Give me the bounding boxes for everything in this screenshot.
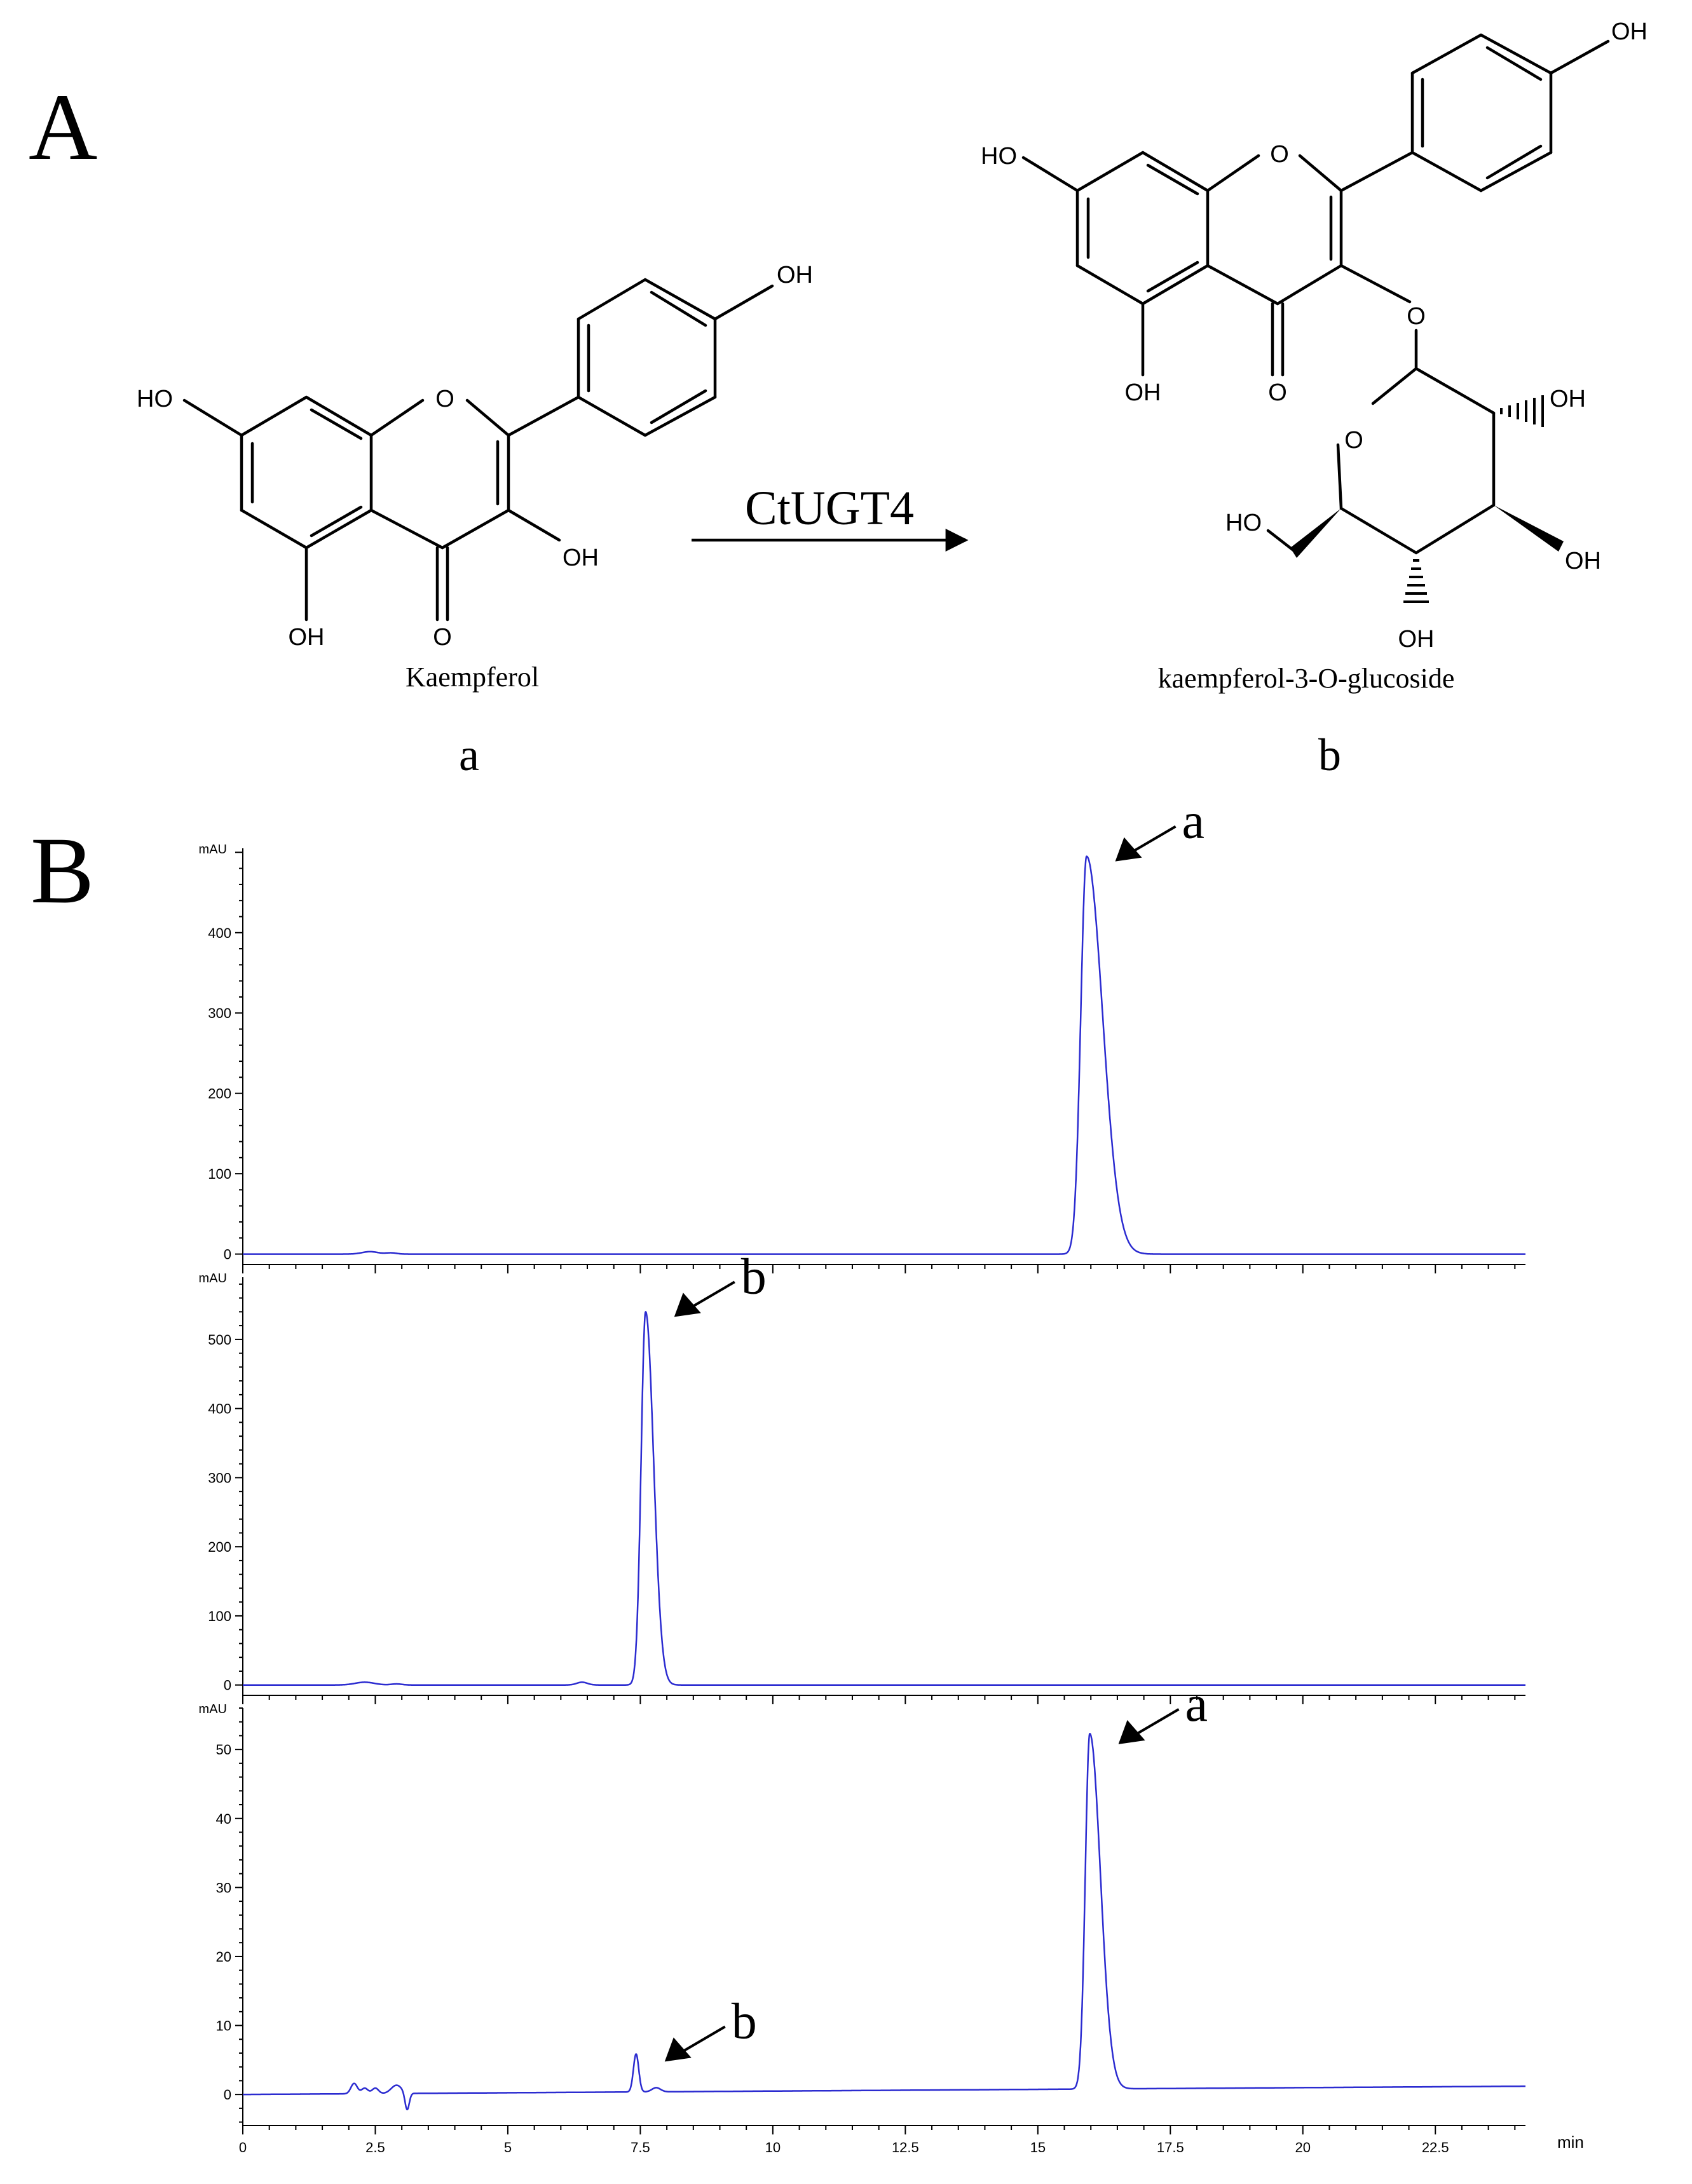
y-tick-label: 10 [216, 2018, 231, 2034]
y-unit-label: mAU [199, 1702, 227, 1716]
glucoside-4p-oh: OH [1611, 18, 1648, 45]
substrate-letter: a [459, 729, 479, 780]
glucoside-7-ho: HO [981, 143, 1017, 170]
kaempferol-ring-o: O [435, 386, 454, 412]
product-name: kaempferol-3-O-glucoside [1158, 663, 1455, 694]
glucoside-wedge-c3 [1494, 505, 1564, 552]
x-tick-label: 5 [504, 2140, 512, 2155]
x-tick-label: 0 [239, 2140, 247, 2155]
peak-arrow-a [1130, 825, 1177, 854]
chromatogram-trace [242, 1733, 1526, 2111]
glucoside-hash-c4 [1403, 559, 1429, 603]
y-tick-label: 0 [224, 1678, 231, 1693]
x-tick-label: 20 [1295, 2140, 1311, 2155]
glucoside-structure: O HO OH O OH O O OH OH OH HO kaempferol-… [981, 18, 1648, 780]
x-tick-label: 17.5 [1157, 2140, 1184, 2155]
glucoside-bonds [1021, 33, 1610, 555]
y-tick-label: 200 [208, 1086, 231, 1102]
y-tick-label: 40 [216, 1811, 231, 1827]
enzyme-label: CtUGT4 [745, 482, 914, 535]
kaempferol-3-oh: OH [563, 545, 599, 571]
peak-arrow-a [1133, 1708, 1180, 1737]
sugar-6-ho: HO [1225, 510, 1262, 536]
x-unit-label: min [1557, 2133, 1584, 2152]
peak-label-b: b [732, 1993, 757, 2049]
peak-label-b: b [741, 1249, 767, 1305]
substrate-name: Kaempferol [406, 661, 539, 693]
glucoside-wedge-c6 [1290, 508, 1341, 558]
y-tick-label: 400 [208, 925, 231, 941]
y-tick-label: 400 [208, 1401, 231, 1417]
sugar-4-oh: OH [1398, 626, 1435, 653]
x-tick-label: 7.5 [631, 2140, 650, 2155]
y-tick-label: 0 [224, 1247, 231, 1263]
y-tick-label: 0 [224, 2087, 231, 2103]
panel-b-label: B [31, 818, 94, 923]
kaempferol-structure: O HO OH OH O OH Kaempferol a [137, 262, 813, 780]
chromatogram-trace [242, 1311, 1526, 1686]
glucoside-3-o: O [1407, 303, 1426, 330]
reaction-arrow: CtUGT4 [692, 482, 969, 552]
x-tick-label: 2.5 [365, 2140, 385, 2155]
glucoside-hash-c2 [1500, 395, 1544, 427]
x-tick-label: 10 [765, 2140, 781, 2155]
glucoside-4-o: O [1268, 379, 1287, 406]
product-letter: b [1318, 729, 1341, 780]
chromatogram-trace [242, 855, 1526, 1255]
peak-label-a: a [1185, 1676, 1208, 1732]
glucoside-ring-o: O [1270, 141, 1289, 168]
kaempferol-5-oh: OH [289, 624, 325, 651]
y-tick-label: 300 [208, 1005, 231, 1021]
y-tick-label: 30 [216, 1880, 231, 1896]
panel-a: A [29, 18, 1648, 780]
chromatogram-3: mAU 0 10 20 30 40 50 0 2.5 5 7.5 10 12.5 15 17.5 20 22.5… [199, 1676, 1526, 2155]
sugar-2-oh: OH [1550, 386, 1586, 412]
peak-arrow-b [679, 2025, 726, 2054]
y-tick-label: 300 [208, 1470, 231, 1486]
peak-arrow-b [689, 1280, 735, 1310]
kaempferol-bonds [182, 278, 774, 621]
peak-arrowhead-a [1118, 1719, 1145, 1744]
kaempferol-4-o: O [433, 624, 452, 651]
y-tick-label: 200 [208, 1539, 231, 1555]
y-unit-label: mAU [199, 843, 227, 857]
y-tick-label: 100 [208, 1608, 231, 1624]
chromatogram-1: mAU 0 100 200 300 400 a [199, 794, 1526, 1273]
peak-arrowhead-b [674, 1292, 701, 1317]
sugar-ring-o: O [1344, 427, 1363, 454]
y-tick-label: 20 [216, 1949, 231, 1965]
y-tick-label: 100 [208, 1166, 231, 1182]
kaempferol-4p-oh: OH [777, 262, 813, 288]
chromatogram-2: mAU 0 100 200 300 400 500 b [199, 1249, 1526, 1704]
y-tick-label: 50 [216, 1742, 231, 1758]
peak-arrowhead-a [1115, 837, 1142, 862]
peak-label-a: a [1182, 794, 1205, 850]
x-tick-label: 15 [1030, 2140, 1046, 2155]
glucoside-5-oh: OH [1125, 379, 1161, 406]
sugar-3-oh: OH [1565, 548, 1601, 574]
kaempferol-7-ho: HO [137, 386, 173, 412]
x-tick-label: 12.5 [892, 2140, 919, 2155]
peak-arrowhead-b [664, 2037, 692, 2062]
x-tick-label: 22.5 [1422, 2140, 1449, 2155]
y-unit-label: mAU [199, 1272, 227, 1285]
panel-a-label: A [29, 74, 97, 180]
y-tick-label: 500 [208, 1332, 231, 1348]
